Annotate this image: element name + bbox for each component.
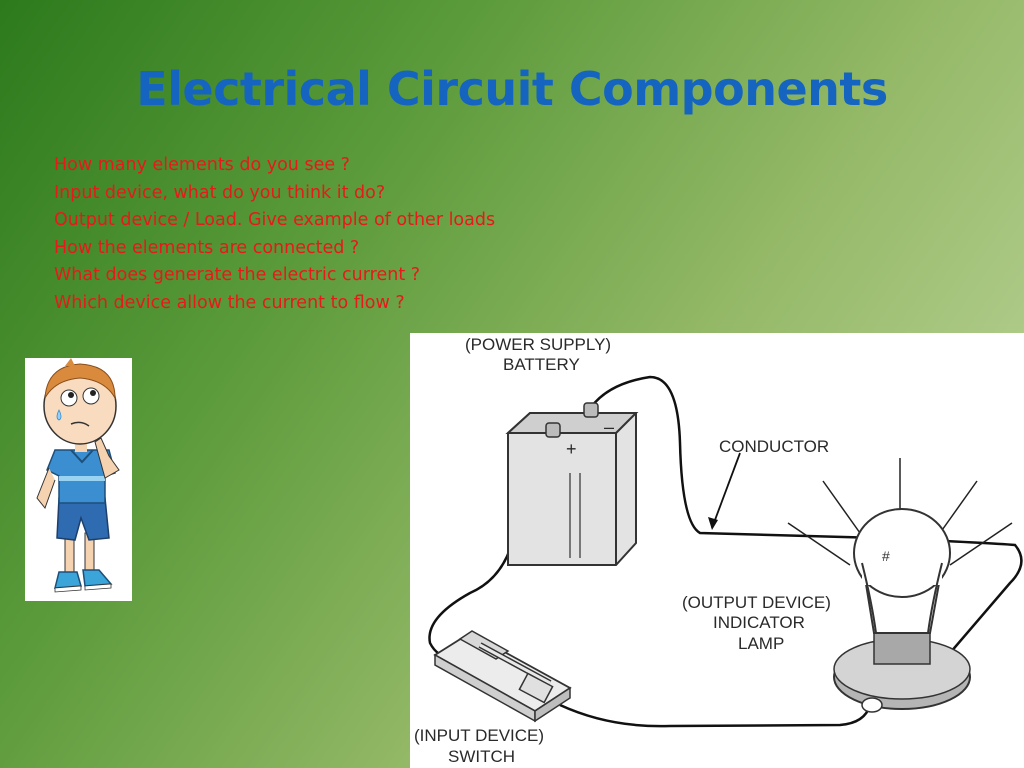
circuit-diagram: + – # <box>410 333 1024 768</box>
conductor-wire <box>559 703 872 728</box>
question-item: How the elements are connected ? <box>54 237 360 258</box>
slide-title: Electrical Circuit Components <box>136 62 888 116</box>
question-item: How many elements do you see ? <box>54 155 350 175</box>
plus-sign: + <box>566 439 577 459</box>
conductor-label: CONDUCTOR <box>719 437 829 456</box>
question-item: What does generate the electric current … <box>54 265 421 285</box>
switch-label: SWITCH <box>448 747 515 766</box>
lamp-label: (OUTPUT DEVICE) <box>682 593 831 612</box>
battery-icon: + – <box>505 402 639 566</box>
battery-label: (POWER SUPPLY) <box>465 335 611 354</box>
question-item: Input device, what do you think it do? <box>54 182 386 203</box>
question-item: Which device allow the current to flow ? <box>54 292 405 313</box>
indicator-lamp-icon: # <box>833 508 971 713</box>
thinking-boy-illustration <box>25 358 132 601</box>
minus-sign: – <box>604 417 614 437</box>
lamp-label: INDICATOR <box>713 613 805 632</box>
lamp-label: LAMP <box>738 634 784 653</box>
question-item: Output device / Load. Give example of ot… <box>54 210 496 230</box>
lamp-light-rays <box>787 458 1013 566</box>
svg-text:#: # <box>882 548 890 564</box>
switch-label: (INPUT DEVICE) <box>414 726 544 745</box>
knife-switch-icon <box>433 630 572 723</box>
question-list: How many elements do you see ? Input dev… <box>54 152 495 317</box>
conductor-pointer-arrow <box>708 452 741 530</box>
battery-label: BATTERY <box>503 355 580 374</box>
